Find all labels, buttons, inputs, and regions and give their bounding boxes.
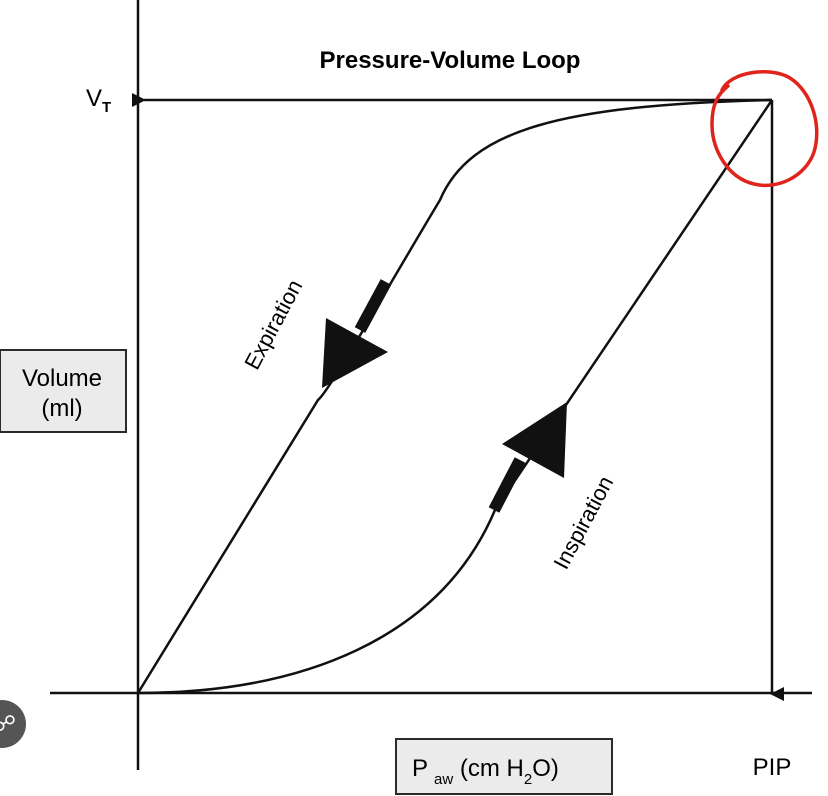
pip-label: PIP (753, 754, 792, 781)
expiration-arrow (322, 279, 392, 388)
vt-label: VT (86, 85, 111, 116)
inspiration-curve (137, 99, 774, 695)
expiration-curve (136, 98, 773, 694)
highlight-circle (710, 70, 819, 188)
inspiration-label: Inspiration (549, 472, 619, 573)
volume-label: Volume (22, 365, 102, 392)
inspiration-arrow (488, 402, 567, 513)
volume-unit-label: (ml) (41, 395, 82, 422)
diagram-title: Pressure-Volume Loop (320, 47, 581, 74)
expiration-label: Expiration (239, 275, 307, 373)
volume-axis-box (0, 349, 127, 433)
pressure-axis-box (395, 738, 613, 795)
